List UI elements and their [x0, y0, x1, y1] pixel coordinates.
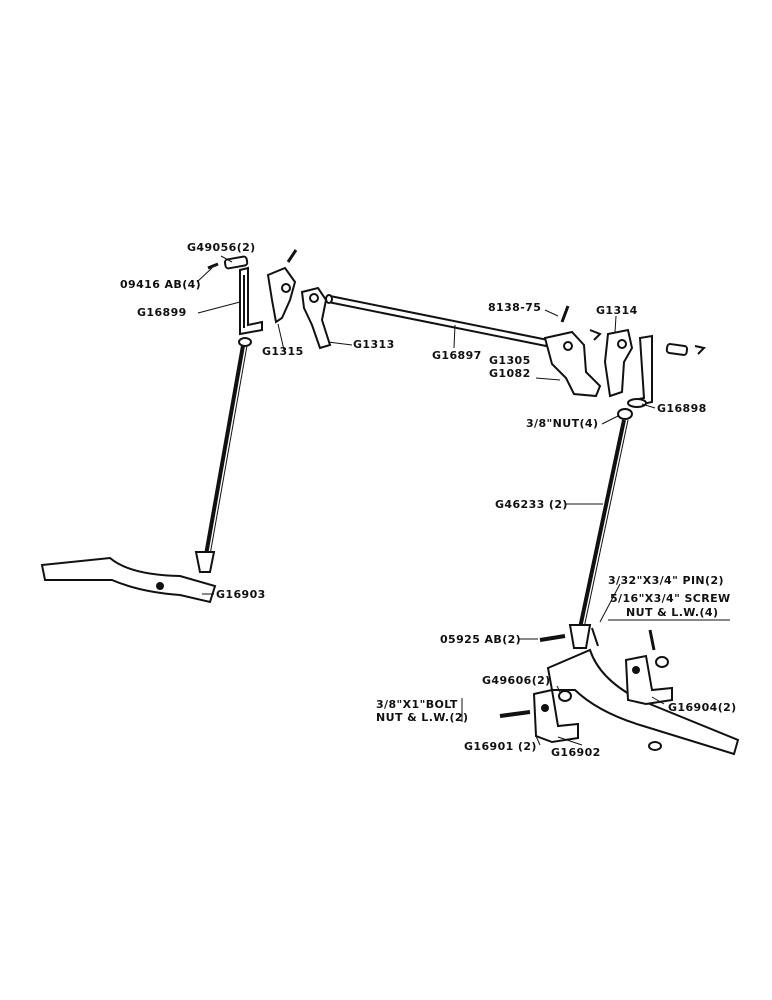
label-g1305: G1305: [489, 354, 531, 367]
label-g1315: G1315: [262, 345, 304, 358]
left-clevis-part: [194, 551, 216, 573]
left-pin-part: [207, 255, 249, 270]
right-clevis-part: [568, 624, 592, 649]
right-arm-part: [603, 328, 634, 398]
screw-part: [648, 629, 656, 651]
label-g16902: G16902: [551, 746, 601, 759]
label-8138: 8138-75: [488, 301, 542, 314]
pedal-bracket-left-hole: [541, 704, 549, 712]
label-g1313: G1313: [353, 338, 395, 351]
cotter-pin-part: [591, 627, 599, 647]
right-bracket-part: [633, 334, 653, 408]
right-casting-part: [543, 330, 602, 398]
right-arm-hole: [617, 339, 627, 349]
pedal-bracket-right-hole: [632, 666, 640, 674]
right-spring-pin-part: [560, 305, 570, 323]
right-clip-part: [589, 329, 602, 341]
right-bracket-washer: [627, 398, 647, 408]
right-clip2-part: [694, 345, 706, 355]
label-g16901: G16901 (2): [464, 740, 537, 753]
label-g49606: G49606(2): [482, 674, 551, 687]
label-screw-1: 5/16"X3/4" SCREW: [610, 592, 731, 605]
label-g1082: G1082: [489, 367, 531, 380]
right-casting-hole: [563, 341, 573, 351]
left-bracket-part: [239, 266, 263, 336]
label-g16898: G16898: [657, 402, 707, 415]
label-screw-2: NUT & L.W.(4): [626, 606, 719, 619]
label-g16904: G16904(2): [668, 701, 737, 714]
left-pedal-hole: [156, 582, 164, 590]
left-arm-part: [266, 266, 297, 324]
label-g49056: G49056(2): [187, 241, 256, 254]
label-g16899: G16899: [137, 306, 187, 319]
label-g1314: G1314: [596, 304, 638, 317]
right-nut-part: [617, 408, 633, 420]
label-pin: 3/32"X3/4" PIN(2): [608, 574, 724, 587]
bolt-part: [499, 710, 531, 718]
left-rod-part: [204, 337, 252, 556]
label-g16897: G16897: [432, 349, 482, 362]
cross-shaft-part: [325, 294, 550, 348]
right-pin-part: [665, 343, 689, 356]
left-lever-part: [300, 286, 332, 350]
label-g16903: G16903: [216, 588, 266, 601]
label-bolt-1: 3/8"X1"BOLT: [376, 698, 458, 711]
clevis-pin-part: [539, 634, 566, 642]
label-g46233: G46233 (2): [495, 498, 568, 511]
label-nut38: 3/8"NUT(4): [526, 417, 599, 430]
screw-washer-part: [655, 656, 669, 668]
left-pedal-part: [40, 556, 217, 604]
label-bolt-2: NUT & L.W.(2): [376, 711, 469, 724]
lower-nut-part: [648, 741, 662, 751]
pedal-bracket-left-part: [532, 688, 579, 744]
bolt-nut-part: [558, 690, 572, 702]
label-05925: 05925 AB(2): [440, 633, 522, 646]
right-rod-part: [578, 419, 629, 629]
label-09416: 09416 AB(4): [120, 278, 202, 291]
left-spring-pin-part: [286, 249, 298, 263]
leader-lines: [196, 255, 730, 746]
